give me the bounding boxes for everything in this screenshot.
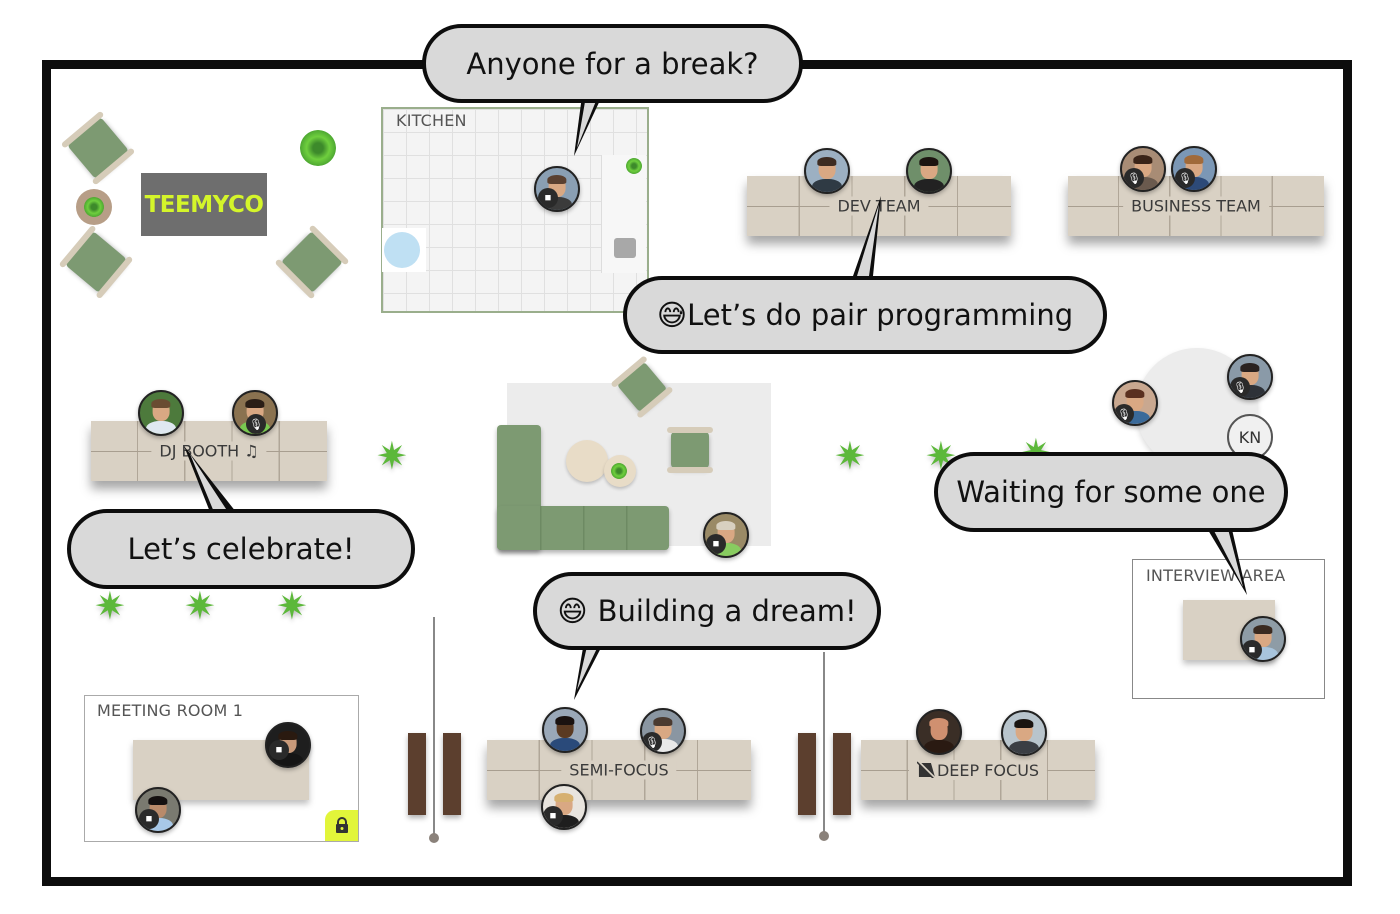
meeting-room-label: MEETING ROOM 1 [97, 701, 244, 720]
do-not-disturb-icon [916, 760, 936, 780]
user-avatar[interactable] [906, 148, 952, 194]
dj-booth-label: DJ BOOTH ♫ [151, 441, 267, 461]
logo-text: TEEMYCO [144, 191, 264, 218]
plant-icon [626, 158, 642, 174]
user-avatar[interactable] [138, 390, 184, 436]
bench [798, 733, 816, 815]
coffee-table [566, 440, 608, 482]
user-avatar[interactable]: ■ [534, 166, 580, 212]
bubble-text: Waiting for some one [956, 475, 1266, 509]
room-divider [819, 652, 829, 841]
mic-icon: 🎙 [1124, 168, 1144, 188]
plant-icon [84, 197, 104, 217]
mic-icon: 🎙 [1175, 168, 1195, 188]
emoji-icon: 😄 [557, 594, 588, 628]
emoji-icon: 😅 [656, 298, 688, 332]
user-avatar[interactable]: 🎙 [1227, 354, 1273, 400]
dev-team-desk[interactable]: DEV TEAM [747, 176, 1011, 236]
coffee-machine [614, 238, 636, 258]
plant-icon: ✷ [184, 586, 216, 628]
speech-bubble: Waiting for some one [934, 452, 1288, 532]
bubble-tail [1205, 525, 1247, 595]
video-icon: ■ [538, 188, 558, 208]
user-avatar[interactable]: 🎙 [232, 390, 278, 436]
business-team-label: BUSINESS TEAM [1123, 196, 1269, 216]
speech-bubble: 😄 Building a dream! [533, 572, 881, 650]
video-icon: ■ [706, 534, 726, 554]
deep-focus-label: DEEP FOCUS [908, 760, 1048, 780]
user-avatar[interactable]: 🎙 [1112, 380, 1158, 426]
bubble-tail [574, 642, 604, 700]
bubble-text: Let’s celebrate! [127, 532, 355, 566]
user-avatar[interactable] [916, 709, 962, 755]
user-avatar[interactable]: 🎙 [640, 708, 686, 754]
deep-focus-desk[interactable]: DEEP FOCUS [861, 740, 1095, 800]
plant-icon: ✷ [376, 436, 408, 478]
bench [408, 733, 426, 815]
round-kitchen-table [382, 228, 426, 272]
video-icon: ■ [543, 806, 563, 826]
lock-button[interactable] [325, 810, 358, 841]
user-avatar[interactable]: 🎙 [1171, 146, 1217, 192]
semi-focus-label: SEMI-FOCUS [561, 760, 677, 780]
user-avatar[interactable]: ■ [265, 722, 311, 768]
video-icon: ■ [269, 740, 289, 760]
sofa [497, 506, 669, 550]
company-logo: TEEMYCO [141, 173, 267, 236]
lock-icon [335, 817, 348, 833]
video-icon: ■ [1242, 640, 1262, 660]
music-note-icon: ♫ [244, 441, 259, 461]
user-avatar[interactable]: ■ [135, 787, 181, 833]
dj-booth-desk[interactable]: DJ BOOTH ♫ [91, 421, 327, 481]
speech-bubble: Let’s celebrate! [67, 509, 415, 589]
plant-icon: ✷ [94, 586, 126, 628]
speech-bubble: Anyone for a break? [422, 24, 803, 103]
user-avatar[interactable] [1001, 710, 1047, 756]
user-avatar[interactable]: ■ [541, 784, 587, 830]
mic-icon: 🎙 [1230, 377, 1250, 397]
plant-icon [300, 130, 336, 166]
plant-icon [611, 463, 627, 479]
lounge-chair[interactable] [667, 427, 713, 473]
kitchen-label: KITCHEN [396, 111, 467, 130]
mic-icon: 🎙 [246, 414, 266, 434]
bubble-tail [853, 196, 881, 276]
user-avatar[interactable]: ■ [703, 512, 749, 558]
semi-focus-desk[interactable]: SEMI-FOCUS [487, 740, 751, 800]
bubble-tail [574, 96, 602, 156]
speech-bubble: 😅Let’s do pair programming [623, 276, 1107, 354]
video-icon: ■ [139, 809, 159, 829]
bubble-tail [184, 446, 236, 512]
mic-icon: 🎙 [642, 732, 662, 752]
user-avatar[interactable] [542, 707, 588, 753]
bubble-text: Building a dream! [597, 594, 857, 628]
bubble-text: Let’s do pair programming [687, 298, 1074, 332]
bench [443, 733, 461, 815]
bench [833, 733, 851, 815]
plant-icon: ✷ [276, 586, 308, 628]
user-avatar[interactable] [804, 148, 850, 194]
mic-icon: 🎙 [1114, 404, 1134, 424]
plant-icon: ✷ [834, 436, 866, 478]
user-avatar[interactable]: 🎙 [1120, 146, 1166, 192]
interview-area-label: INTERVIEW AREA [1146, 566, 1286, 585]
avatar-initials: KN [1238, 427, 1262, 447]
user-avatar[interactable]: ■ [1240, 616, 1286, 662]
room-divider [429, 617, 439, 843]
bubble-text: Anyone for a break? [466, 46, 759, 81]
